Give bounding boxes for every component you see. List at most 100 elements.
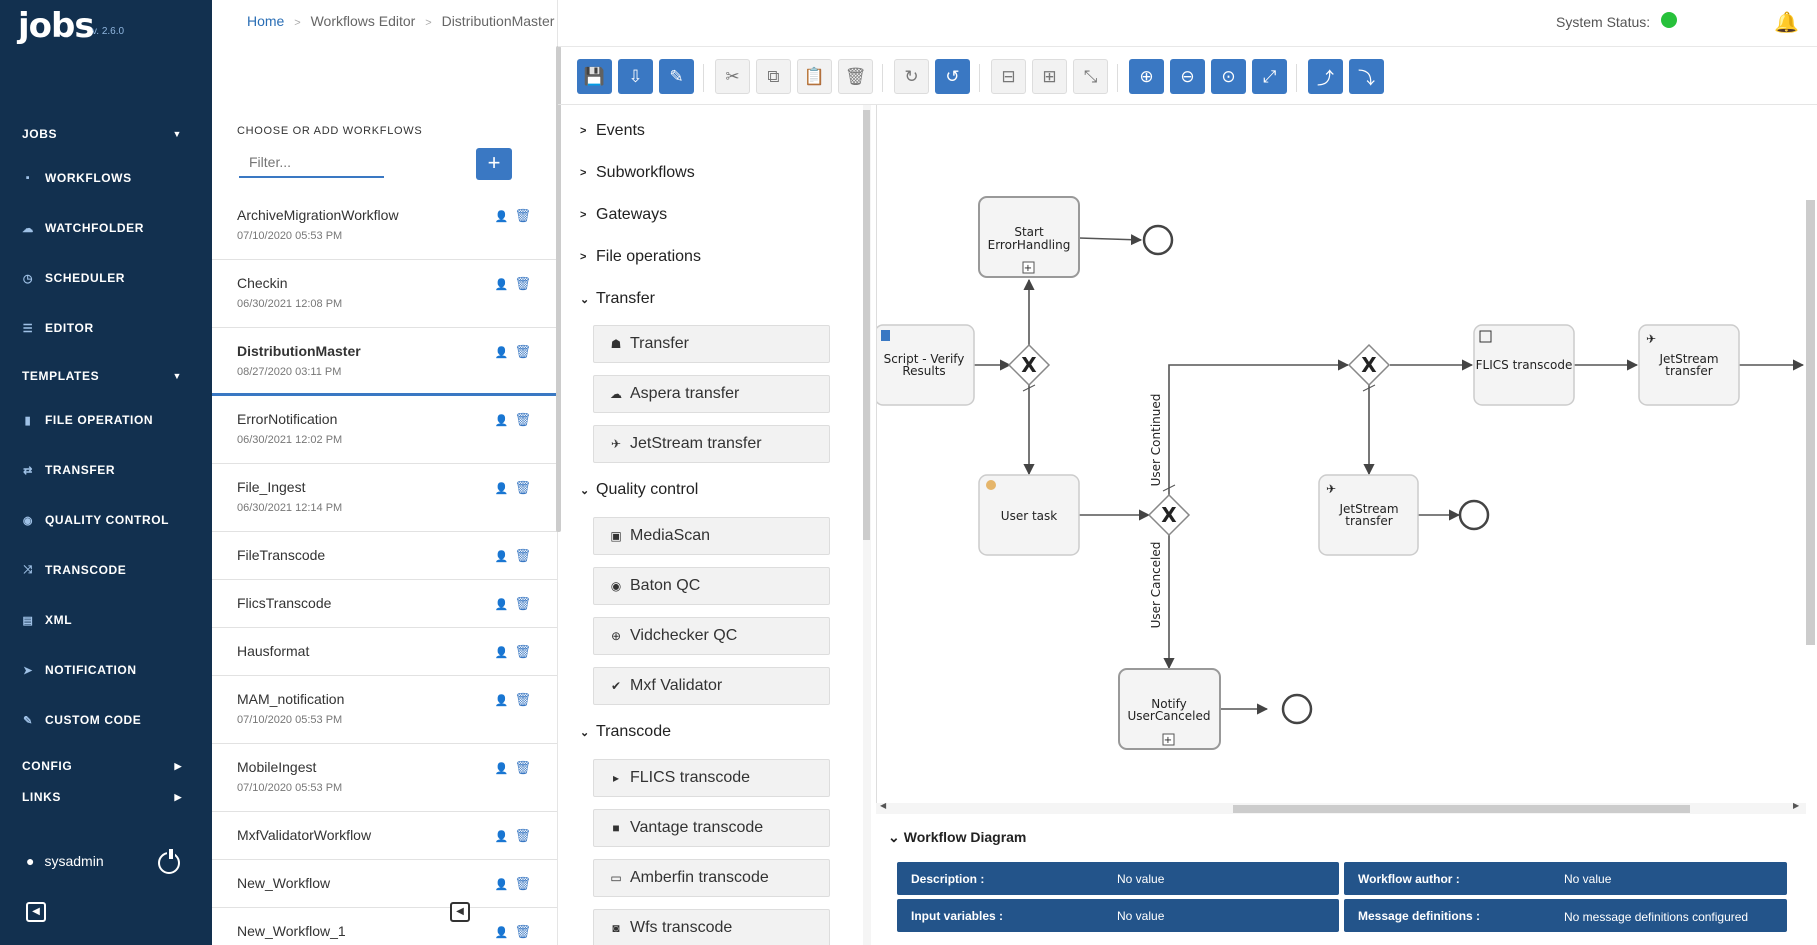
zoom-in-icon[interactable]: ⊕ — [1129, 59, 1164, 94]
task-user-task[interactable]: User task — [978, 474, 1080, 556]
diagram-canvas[interactable]: Start ErrorHandling + Script - Verify Re… — [876, 105, 1805, 805]
palette-category-file-operations[interactable]: >File operations — [580, 248, 701, 266]
task-script-verify-results[interactable]: Script - Verify Results — [877, 324, 975, 406]
paste-icon[interactable]: 📋 — [797, 59, 832, 94]
zoom-reset-icon[interactable]: ⊙ — [1211, 59, 1246, 94]
trash-icon[interactable]: 🗑 — [514, 276, 531, 291]
property-author[interactable]: Workflow author : No value — [1344, 862, 1787, 895]
workflow-filter-input[interactable] — [239, 148, 384, 178]
bell-icon[interactable]: 🔔 — [1774, 12, 1799, 34]
trash-icon[interactable]: 🗑 — [514, 548, 531, 563]
property-description[interactable]: Description : No value — [897, 862, 1339, 895]
palette-item-wfs-transcode[interactable]: ◙Wfs transcode — [593, 909, 830, 945]
assign-user-icon[interactable]: 👤 — [494, 483, 509, 495]
save-icon[interactable]: 💾 — [577, 59, 612, 94]
end-event[interactable] — [1281, 693, 1313, 725]
sidebar-section-jobs[interactable]: JOBS ▼ — [0, 122, 212, 146]
task-jetstream-transfer[interactable]: ✈ JetStream transfer — [1638, 324, 1740, 406]
scroll-right-icon[interactable]: ▶ — [1793, 801, 1800, 810]
assign-user-icon[interactable]: 👤 — [494, 927, 509, 939]
end-event[interactable] — [1142, 224, 1174, 256]
assign-user-icon[interactable]: 👤 — [494, 647, 509, 659]
fit-screen-icon[interactable]: ⤢ — [1252, 59, 1287, 94]
add-connection-icon[interactable]: ⤴ — [1308, 59, 1343, 94]
palette-scrollbar[interactable] — [863, 110, 870, 540]
workflow-list-scrollbar[interactable] — [556, 46, 561, 532]
trash-icon[interactable]: 🗑 — [514, 760, 531, 775]
trash-icon[interactable]: 🗑 — [514, 344, 531, 359]
task-start-error-handling[interactable]: Start ErrorHandling + — [978, 196, 1080, 278]
palette-item-amberfin-transcode[interactable]: ▭Amberfin transcode — [593, 859, 830, 897]
exclusive-gateway[interactable]: X — [1147, 493, 1191, 537]
sidebar-section-templates[interactable]: TEMPLATES ▼ — [0, 364, 212, 388]
zoom-out-icon[interactable]: ⊖ — [1170, 59, 1205, 94]
exclusive-gateway[interactable]: X — [1007, 343, 1051, 387]
assign-user-icon[interactable]: 👤 — [494, 599, 509, 611]
sidebar-item-quality-control[interactable]: ◉ QUALITY CONTROL — [0, 508, 212, 532]
delete-icon[interactable]: 🗑 — [838, 59, 873, 94]
assign-user-icon[interactable]: 👤 — [494, 831, 509, 843]
task-flics-transcode[interactable]: FLICS transcode — [1473, 324, 1575, 406]
edit-icon[interactable]: ✎ — [659, 59, 694, 94]
palette-category-events[interactable]: >Events — [580, 122, 645, 140]
assign-user-icon[interactable]: 👤 — [494, 415, 509, 427]
property-input-variables[interactable]: Input variables : No value — [897, 899, 1339, 932]
assign-user-icon[interactable]: 👤 — [494, 763, 509, 775]
sidebar-item-scheduler[interactable]: ◷ SCHEDULER — [0, 266, 212, 290]
workflow-list-item[interactable]: New_Workflow👤🗑 — [212, 860, 557, 908]
align-horizontal-icon[interactable]: ⊞ — [1032, 59, 1067, 94]
sidebar-item-watchfolder[interactable]: ☁ WATCHFOLDER — [0, 216, 212, 240]
palette-item-mxf-validator[interactable]: ✔Mxf Validator — [593, 667, 830, 705]
palette-category-transfer[interactable]: ⌄Transfer — [580, 290, 655, 308]
trash-icon[interactable]: 🗑 — [514, 412, 531, 427]
sidebar-section-config[interactable]: CONFIG ▶ — [0, 754, 212, 778]
sidebar-item-custom-code[interactable]: ✎ CUSTOM CODE — [0, 708, 212, 732]
workflow-list-item[interactable]: Hausformat👤🗑 — [212, 628, 557, 676]
connect-icon[interactable]: ⤡ — [1073, 59, 1108, 94]
palette-category-transcode[interactable]: ⌄Transcode — [580, 723, 671, 741]
canvas-vertical-scrollbar[interactable] — [1806, 200, 1815, 645]
trash-icon[interactable]: 🗑 — [514, 480, 531, 495]
assign-user-icon[interactable]: 👤 — [494, 211, 509, 223]
palette-item-jetstream-transfer[interactable]: ✈JetStream transfer — [593, 425, 830, 463]
undo-icon[interactable]: ↺ — [935, 59, 970, 94]
power-icon[interactable] — [158, 849, 180, 874]
assign-user-icon[interactable]: 👤 — [494, 551, 509, 563]
palette-category-gateways[interactable]: >Gateways — [580, 206, 667, 224]
properties-toggle[interactable]: ⌄Workflow Diagram — [888, 829, 1026, 846]
sidebar-item-file-operation[interactable]: ▮ FILE OPERATION — [0, 408, 212, 432]
task-jetstream-transfer[interactable]: ✈ JetStream transfer — [1318, 474, 1419, 556]
palette-item-transfer[interactable]: ☗Transfer — [593, 325, 830, 363]
redo-icon[interactable]: ↻ — [894, 59, 929, 94]
palette-category-quality-control[interactable]: ⌄Quality control — [580, 481, 698, 499]
trash-icon[interactable]: 🗑 — [514, 876, 531, 891]
copy-icon[interactable]: ⧉ — [756, 59, 791, 94]
remove-connection-icon[interactable]: ⤵ — [1349, 59, 1384, 94]
trash-icon[interactable]: 🗑 — [514, 692, 531, 707]
user-menu[interactable]: ● sysadmin — [26, 853, 104, 869]
exclusive-gateway[interactable]: X — [1347, 343, 1391, 387]
palette-item-vantage-transcode[interactable]: ■Vantage transcode — [593, 809, 830, 847]
trash-icon[interactable]: 🗑 — [514, 208, 531, 223]
cut-icon[interactable]: ✂ — [715, 59, 750, 94]
trash-icon[interactable]: 🗑 — [514, 924, 531, 939]
workflow-list-item[interactable]: FileTranscode👤🗑 — [212, 532, 557, 580]
trash-icon[interactable]: 🗑 — [514, 644, 531, 659]
palette-category-subworkflows[interactable]: >Subworkflows — [580, 164, 695, 182]
palette-item-mediascan[interactable]: ▣MediaScan — [593, 517, 830, 555]
palette-item-vidchecker-qc[interactable]: ⊕Vidchecker QC — [593, 617, 830, 655]
scroll-left-icon[interactable]: ◀ — [880, 801, 887, 810]
sidebar-item-xml[interactable]: ▤ XML — [0, 608, 212, 632]
workflow-list-item[interactable]: MxfValidatorWorkflow👤🗑 — [212, 812, 557, 860]
canvas-horizontal-scrollbar[interactable] — [1233, 805, 1690, 813]
sidebar-item-editor[interactable]: ☰ EDITOR — [0, 316, 212, 340]
palette-item-baton-qc[interactable]: ◉Baton QC — [593, 567, 830, 605]
task-notify-user-canceled[interactable]: Notify UserCanceled + — [1118, 668, 1221, 750]
